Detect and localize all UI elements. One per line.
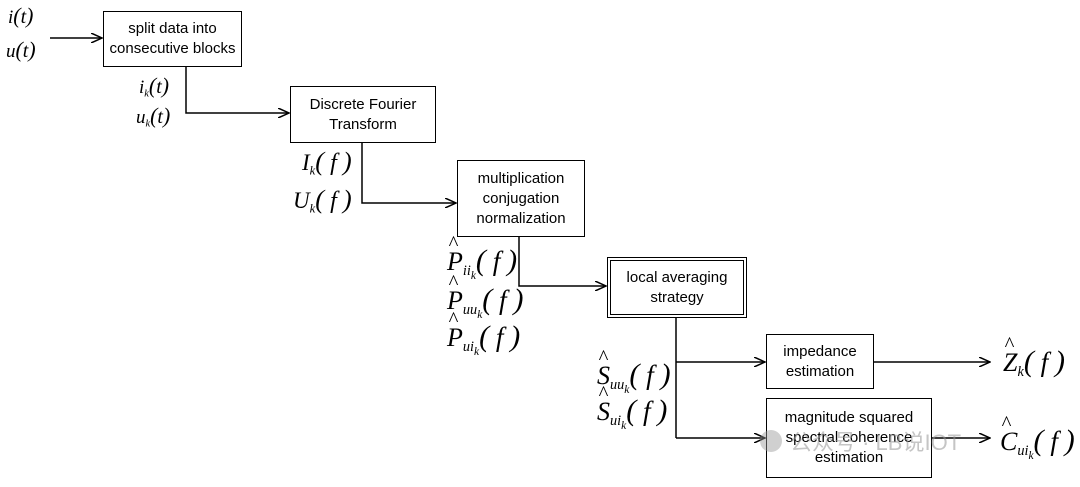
coherence-box: magnitude squared spectral coherence est… <box>766 398 932 478</box>
averaged-spectrum-ui: Suik( f ) <box>597 382 667 432</box>
mult-box-line2: conjugation <box>482 189 560 207</box>
arrow-split-to-dft <box>185 67 289 113</box>
arrow-mult-to-avg <box>518 237 606 286</box>
mult-box-line1: multiplication <box>477 169 565 187</box>
block-signal-i: ik(t) <box>139 74 170 100</box>
dft-box: Discrete Fourier Transform <box>290 86 436 143</box>
impedance-output: Zk( f ) <box>1003 333 1065 381</box>
multiplication-box: multiplication conjugation normalization <box>457 160 585 237</box>
input-signal-u: u(t) <box>6 38 36 62</box>
watermark-text: 公众号 · LB说IOT <box>790 430 962 455</box>
avg-box-line1: local averaging <box>626 268 728 286</box>
coh-box-line2: spectral coherence <box>785 429 913 446</box>
coh-box-line1: magnitude squared <box>784 409 914 426</box>
imp-box-line2: estimation <box>785 362 855 380</box>
periodogram-uu: Puuk( f ) <box>447 271 523 321</box>
dft-box-line1: Discrete Fourier <box>309 95 417 113</box>
impedance-box: impedance estimation <box>766 334 874 389</box>
mult-box-line3: normalization <box>476 209 566 227</box>
spectrum-I: Ik( f ) <box>302 146 352 178</box>
split-box-line2: consecutive blocks <box>109 40 236 57</box>
spectrum-U: Uk( f ) <box>293 184 352 216</box>
arrow-dft-to-mult <box>361 143 456 203</box>
input-signal-i: i(t) <box>8 4 34 28</box>
dft-box-line2: Transform <box>329 115 397 133</box>
avg-box-line2: strategy <box>650 288 704 306</box>
coh-box-line3: estimation <box>814 449 884 466</box>
watermark: 公众号 · LB说IOT <box>760 425 961 457</box>
block-signal-u: uk(t) <box>136 104 171 130</box>
periodogram-ii: Piik( f ) <box>447 232 517 282</box>
local-averaging-box: local averaging strategy <box>607 257 747 318</box>
periodogram-ui: Puik( f ) <box>447 308 520 358</box>
coherence-output: Cuik( f ) <box>1000 412 1075 462</box>
split-data-box: split data into consecutive blocks <box>103 11 242 67</box>
imp-box-line1: impedance <box>783 342 857 360</box>
split-box-line1: split data into <box>128 20 217 37</box>
wechat-icon <box>760 430 782 452</box>
